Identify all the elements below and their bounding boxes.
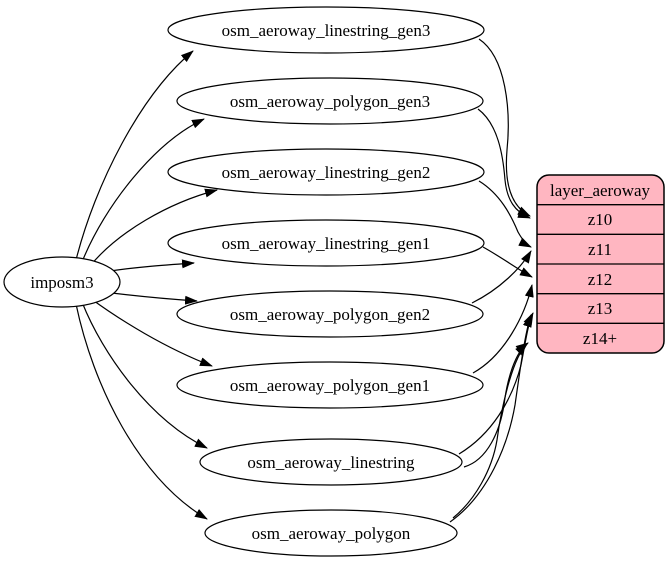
edge-imposm3-osm-aeroway-linestring-gen3 — [75, 50, 194, 261]
node-label: osm_aeroway_polygon_gen1 — [230, 376, 430, 395]
edge-imposm3-osm-aeroway-linestring-gen2 — [89, 188, 218, 267]
edge-imposm3-osm-aeroway-polygon-gen1 — [89, 297, 213, 367]
edge-osm-aeroway-polygon-gen2-z11 — [471, 250, 532, 304]
edge-imposm3-osm-aeroway-polygon-gen3 — [81, 118, 205, 263]
node-ellipse — [167, 219, 485, 267]
layer-row-z14: z14+ — [583, 329, 617, 348]
node-label: osm_aeroway_linestring — [247, 453, 415, 472]
node-osm-aeroway-polygon-gen1: osm_aeroway_polygon_gen1 — [176, 361, 484, 409]
node-ellipse — [204, 509, 458, 557]
edge-group-source-to-tables — [75, 50, 218, 520]
node-label: osm_aeroway_linestring_gen3 — [222, 21, 431, 40]
node-layer-aeroway: layer_aeroway z10 z11 z12 z13 z14+ — [536, 174, 665, 354]
layer-title: layer_aeroway — [550, 181, 651, 200]
node-ellipse — [199, 438, 463, 486]
layer-row-z10: z10 — [588, 210, 613, 229]
layer-row-z11: z11 — [588, 240, 612, 259]
edge-imposm3-osm-aeroway-polygon — [75, 303, 208, 520]
node-ellipse — [3, 256, 121, 308]
node-label: osm_aeroway_linestring_gen1 — [222, 234, 431, 253]
node-osm-aeroway-polygon-gen2: osm_aeroway_polygon_gen2 — [176, 290, 484, 338]
node-ellipse — [167, 6, 485, 54]
node-osm-aeroway-linestring-gen2: osm_aeroway_linestring_gen2 — [167, 148, 485, 196]
node-label: osm_aeroway_polygon_gen3 — [230, 92, 430, 111]
node-label: osm_aeroway_polygon — [252, 524, 411, 543]
node-label: osm_aeroway_polygon_gen2 — [230, 305, 430, 324]
edge-osm-aeroway-polygon-gen3-z10 — [477, 108, 531, 219]
node-label: imposm3 — [30, 273, 93, 292]
edge-osm-aeroway-polygon-z13 — [449, 314, 532, 523]
edge-imposm3-osm-aeroway-linestring — [81, 301, 208, 449]
node-imposm3: imposm3 — [3, 256, 121, 308]
node-ellipse — [176, 77, 484, 125]
node-osm-aeroway-polygon-gen3: osm_aeroway_polygon_gen3 — [176, 77, 484, 125]
edge-imposm3-osm-aeroway-polygon-gen2 — [103, 291, 198, 305]
node-osm-aeroway-linestring-gen3: osm_aeroway_linestring_gen3 — [167, 6, 485, 54]
node-osm-aeroway-linestring: osm_aeroway_linestring — [199, 438, 463, 486]
node-ellipse — [176, 361, 484, 409]
edge-osm-aeroway-linestring-gen2-z11 — [478, 180, 532, 248]
edge-osm-aeroway-linestring-z14 — [463, 342, 529, 468]
node-ellipse — [176, 290, 484, 338]
edge-group-tables-to-layer — [449, 38, 534, 523]
edge-imposm3-osm-aeroway-linestring-gen1 — [103, 259, 195, 273]
layer-row-z12: z12 — [588, 270, 613, 289]
layer-row-z13: z13 — [588, 299, 613, 318]
node-label: osm_aeroway_linestring_gen2 — [222, 163, 431, 182]
node-osm-aeroway-linestring-gen1: osm_aeroway_linestring_gen1 — [167, 219, 485, 267]
node-osm-aeroway-polygon: osm_aeroway_polygon — [204, 509, 458, 557]
edge-osm-aeroway-linestring-gen3-z10 — [478, 38, 531, 217]
edge-osm-aeroway-linestring-gen1-z12 — [482, 246, 533, 278]
edge-osm-aeroway-polygon-z14 — [452, 343, 528, 519]
node-ellipse — [167, 148, 485, 196]
edge-osm-aeroway-polygon-gen1-z12 — [472, 284, 534, 374]
